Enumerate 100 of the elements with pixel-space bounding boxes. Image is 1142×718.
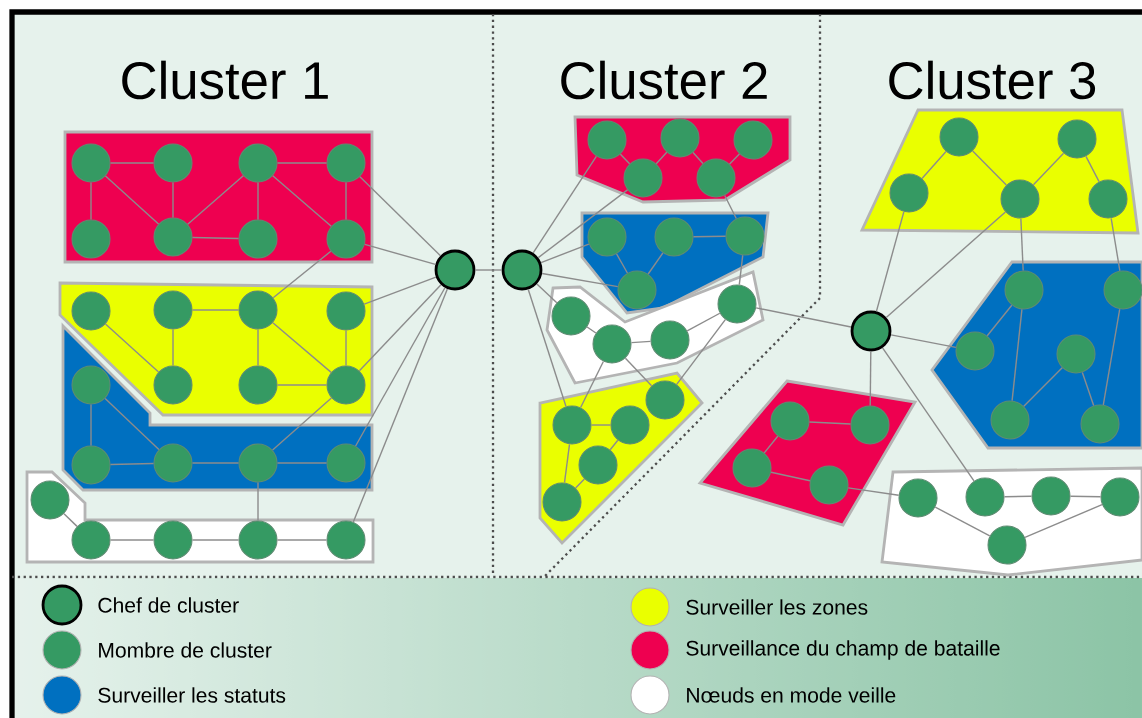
connector-line	[1003, 495, 1033, 498]
cluster-head-node	[850, 310, 892, 352]
connector-line	[1020, 217, 1024, 272]
connector-line	[890, 334, 957, 349]
connector-line	[655, 151, 668, 165]
member-node	[587, 217, 627, 257]
member-node	[71, 219, 111, 259]
member-node	[153, 520, 193, 560]
connector-line	[359, 175, 442, 257]
member-node	[592, 324, 632, 364]
connector-line	[630, 340, 652, 344]
member-node	[725, 216, 765, 256]
cluster-title: Cluster 3	[889, 60, 1096, 100]
member-node	[153, 217, 193, 257]
connector-line	[615, 253, 629, 274]
member-node	[717, 284, 757, 324]
member-node	[1004, 270, 1044, 310]
connector-line	[172, 181, 174, 219]
member-node	[645, 380, 685, 420]
connector-line	[90, 181, 92, 221]
connector-line	[272, 321, 332, 374]
member-node	[30, 480, 70, 520]
connector-line	[358, 284, 442, 372]
connector-line	[541, 272, 619, 288]
connector-line	[1069, 495, 1102, 498]
member-node	[809, 465, 849, 505]
member-node	[660, 118, 700, 158]
connector-line	[272, 250, 332, 299]
connector-line	[1023, 367, 1063, 407]
cluster-title: Cluster 1	[122, 60, 328, 100]
connector-line	[881, 347, 975, 482]
connector-line	[692, 151, 704, 165]
member-node	[587, 120, 627, 160]
connector-line	[474, 269, 503, 271]
connector-line	[586, 326, 597, 334]
member-node	[238, 290, 278, 330]
member-node	[238, 143, 278, 183]
member-node	[1057, 119, 1097, 159]
member-node	[326, 143, 366, 183]
connector-line	[191, 309, 240, 311]
legend-label: Surveillance du champ de bataille	[686, 640, 1000, 660]
connector-line	[1110, 217, 1121, 272]
connector-line	[728, 153, 741, 165]
connector-line	[875, 211, 905, 313]
member-node	[1000, 179, 1040, 219]
member-node	[552, 405, 592, 445]
connector-line	[345, 329, 347, 367]
member-node	[326, 520, 366, 560]
connector-line	[536, 283, 558, 304]
member-node	[326, 365, 366, 405]
connector-line	[364, 243, 437, 266]
connector-line	[63, 512, 78, 528]
connector-line	[770, 471, 811, 482]
connector-line	[1102, 308, 1121, 406]
member-node	[71, 143, 111, 183]
member-node	[71, 520, 111, 560]
cluster-head-node	[434, 249, 476, 291]
connector-line	[354, 287, 446, 447]
connector-line	[738, 254, 744, 286]
connector-line	[972, 150, 1008, 186]
connector-line	[345, 181, 347, 221]
connector-line	[1085, 155, 1100, 183]
member-node	[733, 120, 773, 160]
member-node	[238, 443, 278, 483]
legend-label: Surveiller les zones	[686, 599, 868, 615]
connector-line	[763, 435, 779, 454]
legend-label: Surveiller les statuts	[98, 687, 286, 703]
connector-line	[109, 462, 155, 466]
connector-line	[1032, 152, 1065, 186]
connector-line	[271, 397, 333, 451]
member-node	[238, 219, 278, 259]
connector-line	[257, 328, 259, 367]
connector-line	[104, 175, 160, 225]
connector-line	[276, 384, 328, 386]
member-node	[1080, 404, 1120, 444]
member-node	[610, 405, 650, 445]
connector-line	[272, 175, 332, 227]
connector-line	[90, 403, 92, 447]
connector-line	[885, 211, 1007, 319]
connector-line	[590, 424, 612, 426]
legend-label: Mombre de cluster	[99, 642, 272, 658]
connector-line	[921, 150, 947, 180]
member-node	[71, 365, 111, 405]
connector-line	[537, 189, 629, 259]
member-node	[1103, 270, 1142, 310]
member-node	[617, 270, 657, 310]
member-node	[153, 365, 193, 405]
member-node	[898, 478, 938, 518]
member-node	[551, 296, 591, 336]
member-node	[153, 143, 193, 183]
connector-line	[1011, 308, 1023, 402]
member-node	[1056, 334, 1096, 374]
connector-line	[191, 236, 240, 240]
member-node	[770, 401, 810, 441]
connector-line	[847, 487, 900, 496]
connector-line	[692, 235, 727, 238]
connector-line	[276, 539, 328, 541]
member-node	[850, 405, 890, 445]
connector-line	[540, 243, 590, 264]
member-node	[623, 158, 663, 198]
